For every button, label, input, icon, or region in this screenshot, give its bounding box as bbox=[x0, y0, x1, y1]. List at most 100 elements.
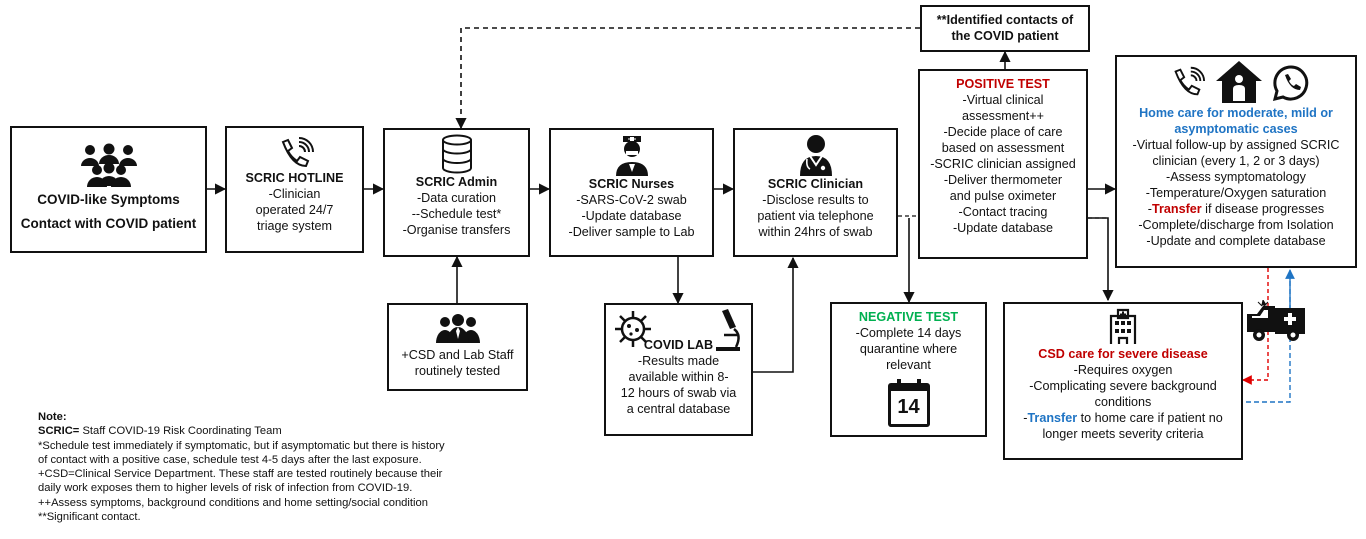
csd-transfer-line: -Transfer to home care if patient no bbox=[1008, 410, 1238, 426]
csd-title: CSD care for severe disease bbox=[1038, 347, 1208, 361]
note-line-1: *Schedule test immediately if symptomati… bbox=[38, 439, 445, 452]
hotline-box: SCRIC HOTLINE -Clinician operated 24/7 t… bbox=[225, 126, 364, 253]
phone-ringing-icon bbox=[281, 137, 314, 168]
positive-line-1: -Virtual clinical bbox=[962, 93, 1044, 107]
symptoms-line2: Contact with COVID patient bbox=[20, 216, 197, 231]
staff-tested-box: +CSD and Lab Staff routinely tested bbox=[387, 303, 528, 391]
people-group-icon bbox=[80, 143, 137, 187]
hospital-icon bbox=[1109, 308, 1137, 344]
note-line-2: of contact with a positive case, schedul… bbox=[38, 453, 422, 466]
positive-line-2: assessment++ bbox=[962, 109, 1044, 123]
contacts-box: **Identified contacts of the COVID patie… bbox=[920, 5, 1090, 52]
calendar-day: 14 bbox=[897, 396, 920, 418]
note-line-4: daily work exposes them to higher levels… bbox=[38, 482, 413, 495]
hotline-line-1: -Clinician bbox=[268, 187, 321, 201]
nurses-box: SCRIC Nurses -SARS-CoV-2 swab -Update da… bbox=[549, 128, 714, 257]
nurses-line-1: -SARS-CoV-2 swab bbox=[576, 193, 687, 207]
hotline-line-3: triage system bbox=[257, 219, 332, 233]
csd-transfer-rest: to home care if patient no bbox=[1077, 411, 1223, 425]
staff-line-1: +CSD and Lab Staff bbox=[401, 348, 514, 362]
admin-line-1: -Data curation bbox=[416, 191, 497, 205]
footnote: Note: SCRIC= Staff COVID-19 Risk Coordin… bbox=[38, 410, 518, 524]
negative-line-2: quarantine where bbox=[859, 342, 958, 356]
note-scric-line: SCRIC= Staff COVID-19 Risk Coordinating … bbox=[38, 424, 518, 438]
clinician-title: SCRIC Clinician bbox=[767, 177, 864, 191]
negative-title: NEGATIVE TEST bbox=[858, 310, 959, 324]
contacts-line-1: **Identified contacts of bbox=[936, 13, 1074, 27]
calendar-top-ring-right bbox=[916, 379, 921, 387]
lab-title: COVID LAB bbox=[643, 338, 714, 352]
note-heading: Note: bbox=[38, 411, 67, 423]
dashed-contacts-admin bbox=[455, 27, 920, 130]
homecare-transfer-line: -Transfer if disease progresses bbox=[1120, 201, 1352, 217]
clinician-line-3: within 24hrs of swab bbox=[758, 225, 873, 239]
csd-line-4: longer meets severity criteria bbox=[1042, 427, 1204, 441]
positive-line-3: -Decide place of care bbox=[943, 125, 1063, 139]
positive-line-6: -Deliver thermometer bbox=[943, 173, 1063, 187]
lab-box: COVID LAB -Results made available within… bbox=[604, 303, 753, 436]
positive-line-4: based on assessment bbox=[941, 141, 1065, 155]
negative-box: NEGATIVE TEST -Complete 14 days quaranti… bbox=[830, 302, 987, 437]
staff-group-icon bbox=[435, 314, 480, 343]
homecare-transfer-rest: if disease progresses bbox=[1201, 202, 1325, 216]
admin-line-2: --Schedule test* bbox=[411, 207, 502, 221]
csd-transfer-dash: - bbox=[1023, 411, 1028, 425]
csd-line-1: -Requires oxygen bbox=[1073, 363, 1173, 377]
microscope-icon bbox=[716, 309, 740, 351]
lab-line-1: -Results made bbox=[637, 354, 720, 368]
homecare-line-2: clinician (every 1, 2 or 3 days) bbox=[1152, 154, 1320, 168]
phone-icon bbox=[1174, 66, 1206, 96]
virus-icon bbox=[615, 311, 651, 347]
doctor-icon bbox=[799, 135, 832, 176]
positive-line-5: -SCRIC clinician assigned bbox=[930, 157, 1076, 171]
homecare-line-5: -Complete/discharge from Isolation bbox=[1138, 218, 1334, 232]
positive-box: POSITIVE TEST -Virtual clinical assessme… bbox=[918, 69, 1088, 259]
whatsapp-icon bbox=[1272, 65, 1309, 102]
nurses-line-2: -Update database bbox=[581, 209, 682, 223]
clinician-box: SCRIC Clinician -Disclose results to pat… bbox=[733, 128, 898, 257]
csd-transfer-word: Transfer bbox=[1027, 411, 1078, 425]
arrow-lab-clinician bbox=[753, 256, 799, 373]
positive-line-8: -Contact tracing bbox=[958, 205, 1048, 219]
arrow-transfer-homecare-csd bbox=[1242, 268, 1269, 385]
arrow-positive-csd bbox=[1088, 217, 1114, 302]
homecare-transfer-dash: - bbox=[1147, 202, 1152, 216]
csd-box: CSD care for severe disease -Requires ox… bbox=[1003, 302, 1243, 460]
homecare-title-line-1: Home care for moderate, mild or bbox=[1139, 106, 1333, 120]
homecare-transfer-word: Transfer bbox=[1151, 202, 1202, 216]
csd-line-2: -Complicating severe background bbox=[1029, 379, 1217, 393]
hotline-title: SCRIC HOTLINE bbox=[245, 171, 344, 185]
homecare-box: Home care for moderate, mild or asymptom… bbox=[1115, 55, 1357, 268]
hotline-line-2: operated 24/7 bbox=[255, 203, 334, 217]
staff-line-2: routinely tested bbox=[414, 364, 501, 378]
symptoms-box: COVID-like Symptoms Contact with COVID p… bbox=[10, 126, 207, 253]
negative-line-3: relevant bbox=[886, 358, 931, 372]
ambulance-icon bbox=[1247, 300, 1305, 341]
contacts-line-2: the COVID patient bbox=[951, 29, 1059, 43]
lab-line-4: a central database bbox=[626, 402, 731, 416]
note-line-3: +CSD=Clinical Service Department. These … bbox=[38, 468, 443, 481]
note-line-6: **Significant contact. bbox=[38, 511, 141, 524]
nurses-line-3: -Deliver sample to Lab bbox=[568, 225, 695, 239]
homecare-line-4: -Temperature/Oxygen saturation bbox=[1145, 186, 1327, 200]
lab-line-3: 12 hours of swab via bbox=[620, 386, 737, 400]
clinician-line-2: patient via telephone bbox=[757, 209, 874, 223]
database-icon bbox=[441, 134, 472, 174]
homecare-line-6: -Update and complete database bbox=[1146, 234, 1326, 248]
calendar-icon: 14 bbox=[887, 379, 930, 427]
home-person-icon bbox=[1216, 61, 1262, 103]
negative-line-1: -Complete 14 days bbox=[855, 326, 962, 340]
positive-line-7: and pulse oximeter bbox=[949, 189, 1057, 203]
admin-box: SCRIC Admin -Data curation --Schedule te… bbox=[383, 128, 530, 257]
admin-title: SCRIC Admin bbox=[415, 175, 498, 189]
csd-line-3: conditions bbox=[1094, 395, 1152, 409]
lab-line-2: available within 8- bbox=[628, 370, 729, 384]
note-scric-def: Staff COVID-19 Risk Coordinating Team bbox=[79, 425, 282, 438]
note-line-5: ++Assess symptoms, background conditions… bbox=[38, 496, 428, 509]
calendar-top-ring-left bbox=[896, 379, 901, 387]
nurses-title: SCRIC Nurses bbox=[588, 177, 675, 191]
symptoms-line1: COVID-like Symptoms bbox=[37, 192, 180, 207]
homecare-title-line-2: asymptomatic cases bbox=[1174, 122, 1298, 136]
